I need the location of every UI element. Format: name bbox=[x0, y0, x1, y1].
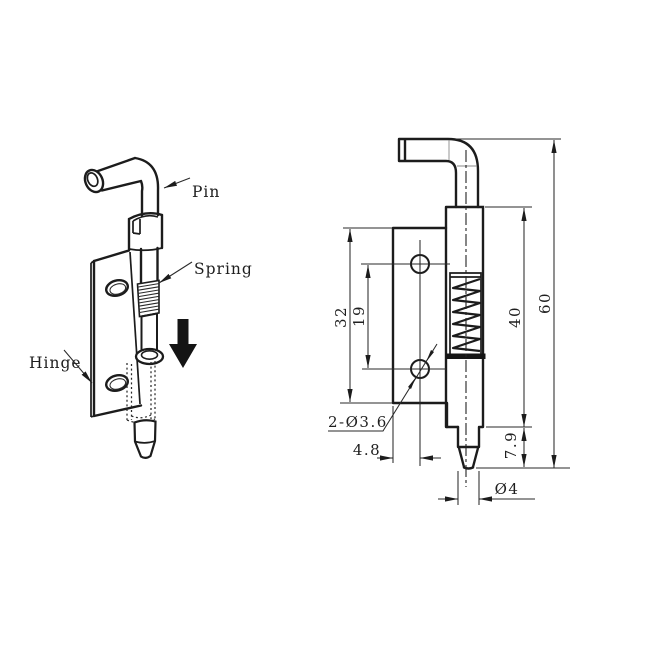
hole-centerlines-horizontal bbox=[361, 263, 450, 370]
spring-pictorial bbox=[136, 279, 160, 318]
spring-leader-line bbox=[158, 261, 193, 284]
pin-bent-arm bbox=[96, 156, 160, 218]
pin-hook-outline bbox=[83, 156, 160, 218]
sleeve-rim bbox=[127, 212, 164, 251]
hole-spec-arrow-lower bbox=[408, 377, 416, 389]
hole-spec-leader bbox=[328, 343, 438, 432]
dim-text-32: 32 bbox=[332, 306, 350, 328]
plate-ortho bbox=[391, 226, 449, 429]
mounting-hole-bottom bbox=[105, 373, 129, 393]
hook-tangent-lines bbox=[448, 140, 477, 167]
dim-text-7-9: 7.9 bbox=[502, 431, 520, 459]
ortho-view: 32 19 40 60 7.9 4.8 Ø4 2-Ø3.6 bbox=[328, 137, 570, 505]
spring-coil bbox=[451, 277, 482, 353]
mounting-hole-top-inner bbox=[109, 283, 127, 295]
hidden-sleeve-dotted bbox=[126, 361, 156, 424]
retaining-collar-inner bbox=[140, 349, 159, 360]
label-hinge: Hinge bbox=[29, 354, 82, 372]
dim-text-19: 19 bbox=[350, 305, 368, 327]
pin-lower-shaft bbox=[140, 312, 158, 354]
pin-end-cap-face bbox=[86, 172, 99, 188]
press-down-arrow-icon bbox=[169, 319, 197, 368]
pin-leader-line bbox=[163, 177, 191, 189]
pin-tip-ortho bbox=[456, 425, 481, 470]
hole-spec-arrow-upper bbox=[426, 350, 434, 362]
plate-right-edge bbox=[129, 251, 141, 405]
dim-text-40: 40 bbox=[506, 306, 524, 328]
extension-lines bbox=[340, 138, 570, 505]
sleeve-top bbox=[127, 212, 164, 285]
sleeve-ortho bbox=[444, 205, 485, 429]
sleeve-notch bbox=[128, 214, 163, 252]
pin-end-cap bbox=[83, 168, 105, 194]
plate-thickness-edge bbox=[90, 260, 95, 418]
hinge-leader-line bbox=[63, 349, 93, 384]
dim-text-holes-spec: 2-Ø3.6 bbox=[328, 413, 388, 431]
label-pin: Pin bbox=[192, 183, 220, 201]
pin-tip-taper-line bbox=[134, 440, 156, 444]
pictorial-view: Pin Spring Hinge bbox=[29, 156, 253, 459]
mounting-hole-bottom-inner bbox=[109, 378, 127, 390]
dim-text-4-8: 4.8 bbox=[353, 441, 381, 459]
dim-text-60: 60 bbox=[536, 292, 554, 314]
pin-hook-ortho bbox=[397, 137, 480, 209]
plate-outline bbox=[92, 249, 143, 418]
label-spring: Spring bbox=[194, 260, 253, 278]
pin-body-walls bbox=[139, 246, 159, 285]
hinge-plate bbox=[90, 249, 143, 418]
dim-text-dia4: Ø4 bbox=[495, 480, 520, 498]
pin-tip-pictorial bbox=[133, 419, 157, 459]
spring-coil-hatching bbox=[138, 283, 159, 314]
mounting-hole-top bbox=[105, 278, 129, 298]
